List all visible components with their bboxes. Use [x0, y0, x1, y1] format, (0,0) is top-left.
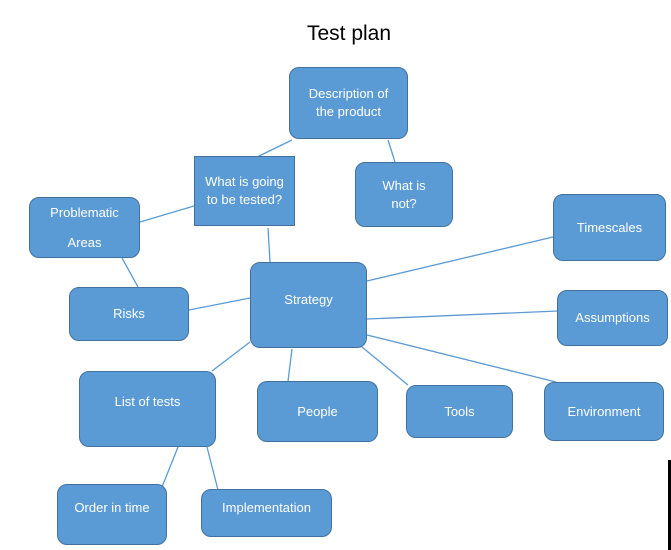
- connector-strategy-timescales: [366, 236, 554, 282]
- implementation-node: Implementation: [201, 489, 332, 537]
- environment-node: Environment: [544, 382, 664, 441]
- timescales-label: Timescales: [576, 219, 643, 235]
- tools-node: Tools: [406, 385, 513, 438]
- order-in-time-node: Order in time: [57, 484, 167, 545]
- people-node: People: [257, 381, 378, 442]
- page-edge-divider: [668, 460, 671, 550]
- strategy-node: Strategy: [250, 262, 367, 348]
- assumptions-label: Assumptions: [575, 310, 650, 325]
- environment-label: Environment: [567, 403, 641, 419]
- timescales-node: Timescales: [553, 194, 666, 261]
- connector-strategy-assumptions: [366, 310, 559, 320]
- diagram-title: Test plan: [306, 22, 392, 45]
- risks-label: Risks: [113, 306, 145, 321]
- connector-whattested-strategy: [267, 227, 271, 263]
- connector-description-whattested: [254, 139, 293, 159]
- connector-description-whatnot: [387, 139, 396, 163]
- connector-strategy-listoftests: [211, 341, 251, 372]
- connector-strategy-people: [287, 348, 293, 382]
- problematic-areas-node: Problematic Areas: [29, 197, 140, 258]
- what-is-not-label: What is not?: [382, 177, 426, 211]
- description-of-product-node: Description of the product: [289, 67, 408, 139]
- connector-listoftests-implementation: [206, 446, 219, 491]
- what-is-tested-node: What is going to be tested?: [194, 156, 295, 226]
- risks-node: Risks: [69, 287, 189, 341]
- connector-whattested-problematic: [139, 205, 195, 223]
- implementation-label: Implementation: [222, 500, 311, 515]
- connector-problematic-risks: [121, 257, 139, 288]
- strategy-label: Strategy: [284, 292, 333, 307]
- people-label: People: [297, 403, 338, 419]
- what-is-not-node: What is not?: [355, 162, 453, 227]
- connector-listoftests-order: [161, 446, 179, 488]
- assumptions-node: Assumptions: [557, 290, 668, 346]
- description-of-product-label: Description of the product: [308, 86, 389, 119]
- connector-strategy-environment: [366, 334, 557, 383]
- what-is-tested-label: What is going to be tested?: [205, 174, 284, 207]
- connector-strategy-tools: [361, 346, 409, 386]
- list-of-tests-node: List of tests: [79, 371, 216, 447]
- list-of-tests-label: List of tests: [114, 394, 181, 409]
- problematic-areas-label: Problematic Areas: [50, 204, 119, 250]
- tools-label: Tools: [444, 403, 475, 419]
- connector-strategy-risks: [188, 297, 251, 311]
- order-in-time-label: Order in time: [74, 499, 150, 515]
